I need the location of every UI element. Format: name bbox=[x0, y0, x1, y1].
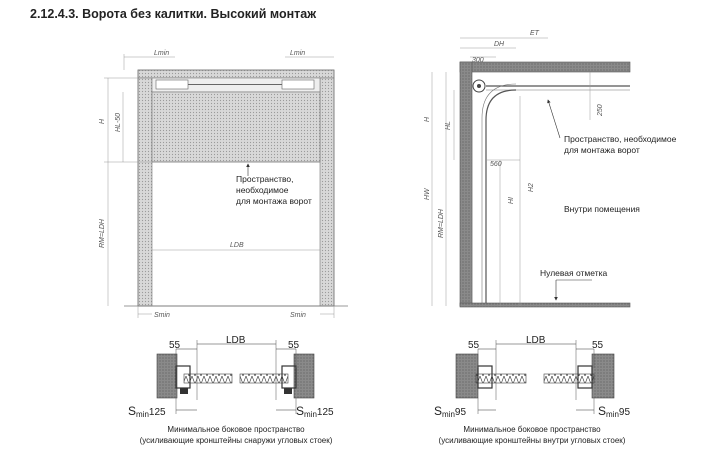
sec-right-smin-b: Smin95 bbox=[598, 404, 630, 419]
spring-left bbox=[155, 79, 189, 90]
dim-hl50: HL-50 bbox=[115, 113, 122, 132]
dim-560: 560 bbox=[490, 161, 502, 168]
sec-left-ldb: LDB bbox=[226, 335, 246, 346]
sec-right-ldb: LDB bbox=[526, 335, 546, 346]
sec-right-55a: 55 bbox=[468, 340, 480, 351]
page-title: 2.12.4.3. Ворота без калитки. Высокий мо… bbox=[30, 7, 317, 21]
dim-lmin-left: Lmin bbox=[154, 50, 169, 57]
front-view-drawing bbox=[104, 54, 348, 318]
sec-left-55b: 55 bbox=[288, 340, 300, 351]
sec-left-smin-b: Smin125 bbox=[296, 404, 334, 419]
dim-hw: HW bbox=[424, 187, 431, 200]
dim-rm-ldh: RM=LDH bbox=[99, 218, 106, 248]
dim-hl: HL bbox=[445, 121, 452, 130]
dim-h: H bbox=[99, 118, 106, 124]
sec-left-smin-a: Smin125 bbox=[128, 404, 166, 419]
dim-h2: H2 bbox=[528, 183, 535, 192]
ceiling-beam bbox=[459, 61, 631, 73]
side-section-drawing bbox=[431, 37, 631, 308]
front-note-line1: Пространство, bbox=[236, 174, 294, 184]
spring-right bbox=[281, 79, 315, 90]
section-left-drawing bbox=[156, 340, 315, 414]
dim-smin-right: Smin bbox=[290, 312, 306, 319]
caption-right: Минимальное боковое пространство (усилив… bbox=[438, 425, 626, 445]
dim-250: 250 bbox=[597, 104, 604, 117]
dim-et: ET bbox=[530, 30, 540, 37]
zero-mark-label: Нулевая отметка bbox=[540, 268, 608, 278]
wall bbox=[459, 61, 473, 307]
side-note-line2: для монтажа ворот bbox=[564, 145, 640, 155]
section-right-drawing bbox=[455, 340, 615, 414]
door-leaf bbox=[151, 91, 321, 163]
right-jamb bbox=[319, 77, 335, 307]
dim-lmin-right: Lmin bbox=[290, 50, 305, 57]
left-jamb bbox=[137, 77, 153, 307]
side-note-line1: Пространство, необходимое bbox=[564, 134, 677, 144]
dim-300: 300 bbox=[472, 57, 484, 64]
dim-hi: HI bbox=[508, 197, 515, 204]
lintel-top bbox=[137, 69, 335, 79]
sec-right-smin-a: Smin95 bbox=[434, 404, 466, 419]
front-note-line2: необходимое bbox=[236, 185, 289, 195]
sec-right-55b: 55 bbox=[592, 340, 604, 351]
caption-left: Минимальное боковое пространство (усилив… bbox=[139, 425, 333, 445]
dim-rm-ldh-right: RM=LDH bbox=[438, 208, 445, 238]
dim-ldb: LDB bbox=[230, 242, 244, 249]
dim-dh: DH bbox=[494, 41, 505, 48]
dim-h-right: H bbox=[424, 116, 431, 122]
front-note-line3: для монтажа ворот bbox=[236, 196, 312, 206]
inside-label: Внутри помещения bbox=[564, 204, 640, 214]
sec-left-55a: 55 bbox=[169, 340, 181, 351]
dim-smin-left: Smin bbox=[154, 312, 170, 319]
